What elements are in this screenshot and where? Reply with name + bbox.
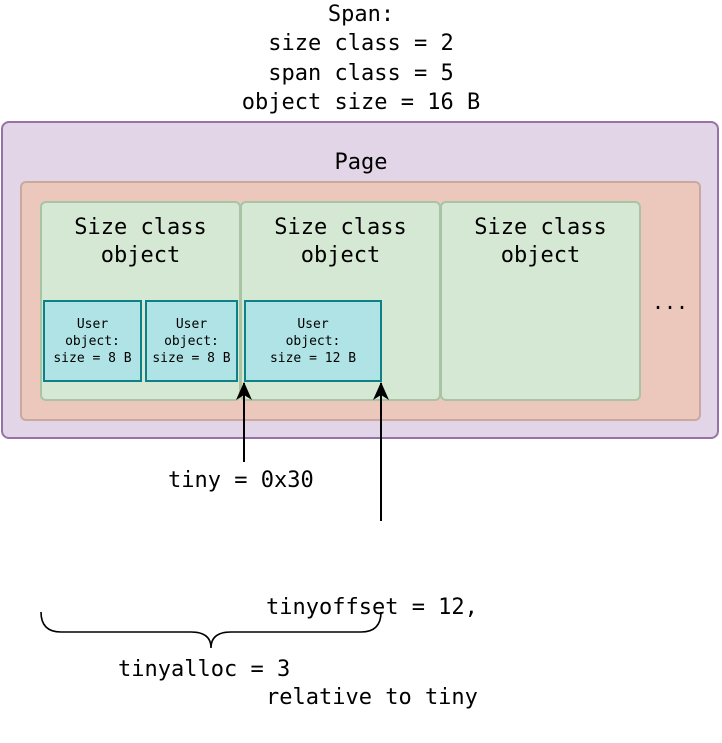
tinyoffset-label-line2: relative to tiny (266, 685, 478, 710)
tinyoffset-label: tinyoffset = 12, relative to tiny (266, 533, 478, 743)
user-object-3: User object: size = 12 B (244, 300, 382, 382)
user-object-1: User object: size = 8 B (43, 300, 142, 382)
user-object-1-line1: User (76, 316, 109, 332)
user-object-1-line2: object: (65, 333, 120, 349)
tiny-label: tiny = 0x30 (168, 468, 314, 493)
size-class-object-3 (440, 201, 641, 401)
size-class-object-3-text: Size class object (474, 215, 607, 268)
span-header: Span: size class = 2 span class = 5 obje… (161, 0, 561, 117)
size-class-object-3-label: Size class object (440, 214, 641, 270)
tinyoffset-pointer-arrowhead (373, 382, 389, 400)
user-object-2-line3: size = 8 B (152, 350, 231, 366)
user-object-2-line2: object: (164, 333, 219, 349)
user-object-3-line3: size = 12 B (269, 350, 357, 366)
tinyoffset-label-line1: tinyoffset = 12, (266, 595, 478, 620)
user-object-2-line1: User (175, 316, 208, 332)
more-objects-ellipsis: ... (651, 290, 689, 314)
user-object-3-line1: User (297, 316, 329, 332)
user-object-1-line3: size = 8 B (53, 350, 132, 366)
tinyalloc-brace (40, 611, 382, 649)
size-class-object-2-label: Size class object (240, 214, 441, 270)
size-class-object-1-label: Size class object (40, 214, 241, 270)
size-class-object-1-text: Size class object (74, 215, 207, 268)
span-header-title: Span: (327, 2, 395, 27)
page-title: Page (334, 150, 388, 175)
span-object-size: object size = 16 B (241, 89, 481, 115)
user-object-2: User object: size = 8 B (145, 300, 238, 382)
annotation-layer (40, 382, 389, 649)
span-size-class: size class = 2 (268, 31, 454, 57)
tiny-pointer-arrowhead (236, 382, 252, 400)
user-object-3-line2: object: (285, 333, 341, 349)
span-span-class: span class = 5 (268, 60, 454, 86)
size-class-object-2-text: Size class object (274, 215, 407, 268)
tinyalloc-label: tinyalloc = 3 (118, 657, 291, 682)
